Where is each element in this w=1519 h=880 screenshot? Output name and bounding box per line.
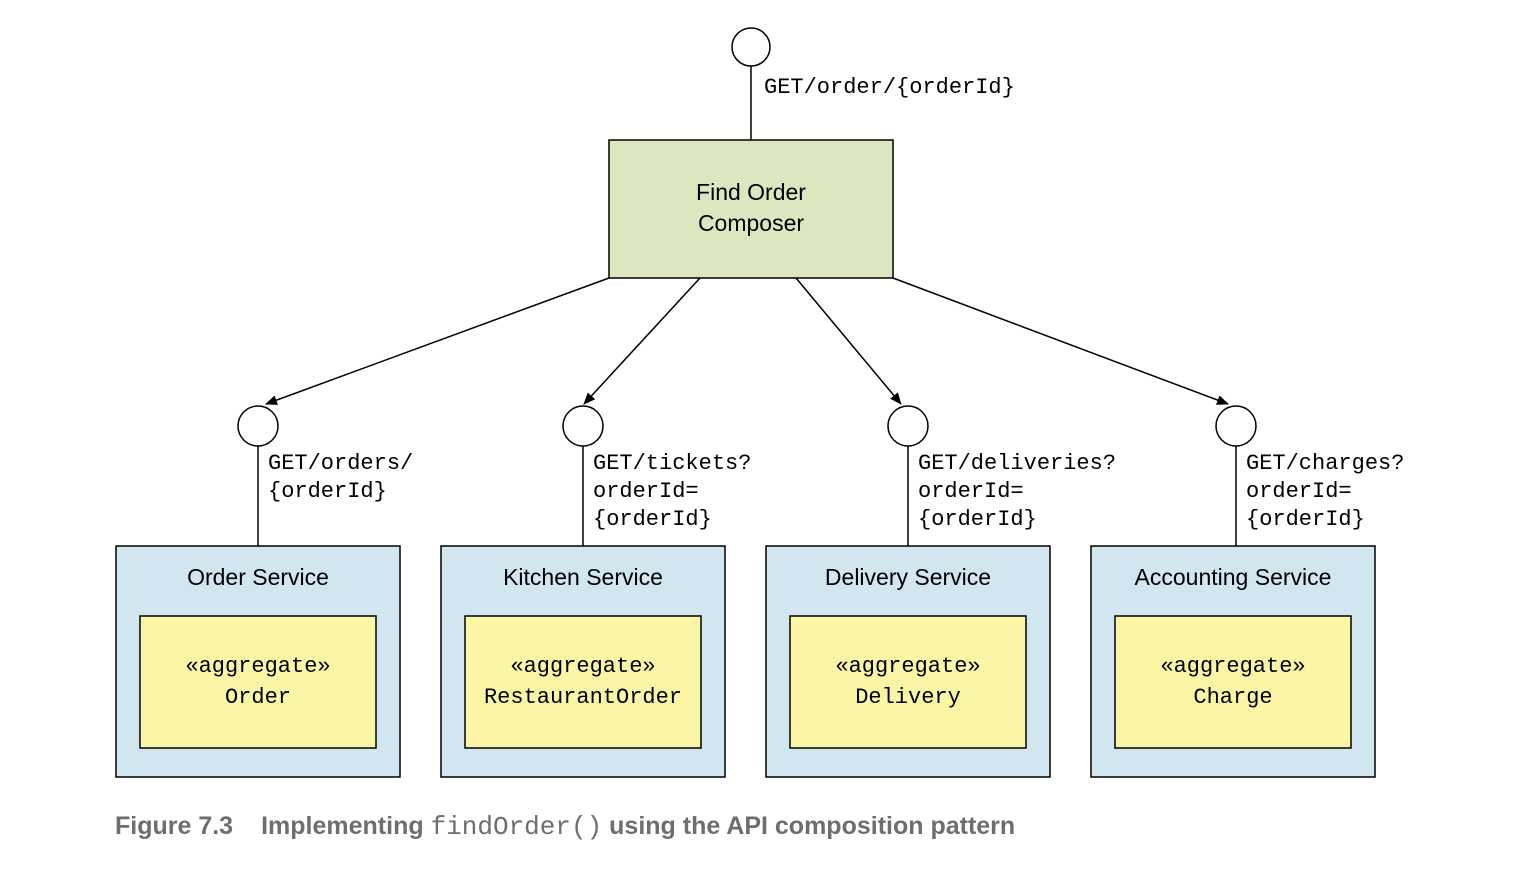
composer-endpoint-label: GET/order/{orderId} — [764, 75, 1015, 100]
order-service-interface-circle — [237, 405, 279, 447]
accounting-service-endpoint-line3: {orderId} — [1246, 507, 1365, 532]
order-aggregate-box — [139, 615, 377, 749]
caption-text-before: Implementing — [261, 812, 431, 840]
figure-caption: Figure 7.3 Implementing findOrder() using… — [115, 812, 1015, 842]
caption-text-after: using the API composition pattern — [602, 812, 1016, 840]
kitchen-service-title: Kitchen Service — [503, 564, 663, 590]
restaurant-order-aggregate-name: RestaurantOrder — [484, 685, 682, 710]
charge-aggregate-stereotype: «aggregate» — [1160, 654, 1305, 679]
delivery-aggregate-name: Delivery — [855, 685, 961, 710]
accounting-service-endpoint-line2: orderId= — [1246, 479, 1352, 504]
caption-code: findOrder() — [430, 812, 603, 842]
accounting-service-title: Accounting Service — [1135, 564, 1332, 590]
composer-title-line2: Composer — [698, 210, 804, 236]
charge-aggregate-name: Charge — [1193, 685, 1272, 710]
arrow-to-accounting-service — [892, 277, 1229, 405]
composer-title-line1: Find Order — [696, 179, 806, 205]
order-service-title: Order Service — [187, 564, 329, 590]
kitchen-service-endpoint-line2: orderId= — [593, 479, 699, 504]
figure-number: Figure 7.3 — [115, 812, 234, 840]
delivery-service-group: GET/deliveries? orderId= {orderId} Deliv… — [765, 405, 1116, 778]
delivery-service-endpoint-line1: GET/deliveries? — [918, 451, 1116, 476]
restaurant-order-aggregate-stereotype: «aggregate» — [510, 654, 655, 679]
order-service-group: GET/orders/ {orderId} Order Service «agg… — [115, 405, 413, 778]
kitchen-service-interface-circle — [562, 405, 604, 447]
delivery-service-endpoint-line3: {orderId} — [918, 507, 1037, 532]
order-service-endpoint-line1: GET/orders/ — [268, 451, 413, 476]
order-aggregate-stereotype: «aggregate» — [185, 654, 330, 679]
diagram-svg: GET/order/{orderId} Find Order Composer … — [115, 27, 1404, 778]
composer-interface-circle — [731, 27, 771, 67]
delivery-aggregate-stereotype: «aggregate» — [835, 654, 980, 679]
delivery-aggregate-box — [789, 615, 1027, 749]
arrow-to-kitchen-service — [583, 277, 701, 405]
restaurant-order-aggregate-box — [464, 615, 702, 749]
accounting-service-endpoint-line1: GET/charges? — [1246, 451, 1404, 476]
kitchen-service-endpoint-line3: {orderId} — [593, 507, 712, 532]
delivery-service-endpoint-line2: orderId= — [918, 479, 1024, 504]
accounting-service-group: GET/charges? orderId= {orderId} Accounti… — [1090, 405, 1404, 778]
charge-aggregate-box — [1114, 615, 1352, 749]
order-service-endpoint-line2: {orderId} — [268, 479, 387, 504]
arrow-to-order-service — [265, 277, 610, 405]
kitchen-service-endpoint-line1: GET/tickets? — [593, 451, 751, 476]
accounting-service-interface-circle — [1215, 405, 1257, 447]
arrow-to-delivery-service — [795, 277, 902, 405]
kitchen-service-group: GET/tickets? orderId= {orderId} Kitchen … — [440, 405, 751, 778]
delivery-service-interface-circle — [887, 405, 929, 447]
composer-box — [608, 139, 894, 279]
order-aggregate-name: Order — [225, 685, 291, 710]
delivery-service-title: Delivery Service — [825, 564, 991, 590]
